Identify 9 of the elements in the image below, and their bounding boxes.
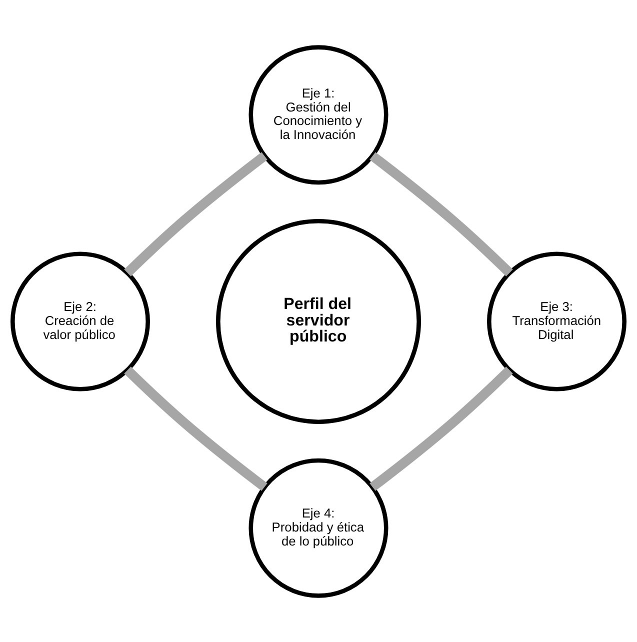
- node-circle: Perfil del servidor público: [216, 218, 421, 424]
- connector: [370, 366, 513, 490]
- node-circle: Eje 2: Creación de valor público: [10, 251, 150, 391]
- connector: [370, 152, 513, 276]
- node-circle: Eje 4: Probidad y ética de lo público: [248, 458, 388, 598]
- connector: [124, 366, 268, 490]
- connector: [124, 152, 268, 276]
- node-circle: Eje 3: Transformación Digital: [487, 251, 627, 391]
- node-circle: Eje 1: Gestión del Conocimiento y la Innovación: [248, 44, 388, 184]
